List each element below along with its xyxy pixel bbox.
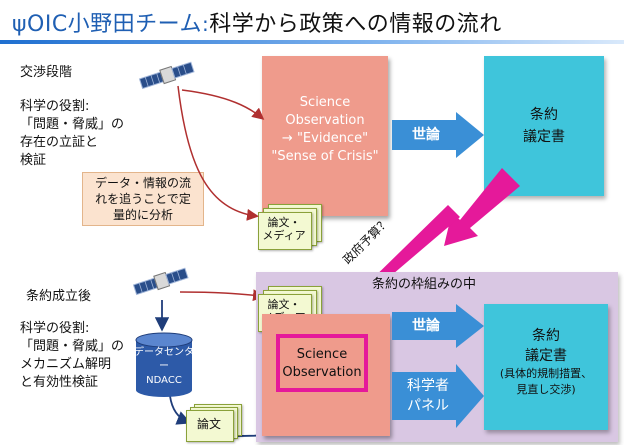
header-divider — [0, 40, 624, 44]
top-role-line: 検証 — [20, 153, 47, 168]
treaty-box-bottom: 条約 議定書 (具体的規制措置、 見直し交渉) — [484, 304, 608, 430]
public-opinion-arrow — [392, 112, 484, 158]
datacenter-line: データセンター — [134, 347, 194, 372]
satellite-icon — [138, 61, 195, 90]
treaty-detail-line: 見直し交渉) — [516, 383, 576, 396]
treaty-line: 条約 — [530, 107, 558, 123]
science-line: "Sense of Crisis" — [271, 149, 379, 164]
analysis-line: 量的に分析 — [112, 208, 173, 222]
treaty-line: 議定書 — [525, 348, 567, 364]
analysis-line: データ・情報の流 — [94, 176, 191, 190]
paper-media-line: 論文・ — [267, 216, 301, 229]
public-opinion-diagonal-arrow — [444, 168, 520, 246]
analysis-line: れを追うことで定 — [95, 192, 191, 206]
science-observation-box: Science Observation → "Evidence" "Sense … — [262, 56, 388, 216]
treaty-line: 議定書 — [523, 129, 565, 145]
bottom-role-line: 「問題・脅威」の — [20, 339, 125, 354]
panel-line: 科学者 — [407, 378, 449, 394]
science-line: → "Evidence" — [281, 131, 369, 146]
public-opinion-label: 世論 — [412, 127, 440, 143]
framework-label: 条約の枠組みの中 — [372, 277, 477, 292]
scientist-panel-label: 科学者 パネル — [396, 376, 460, 416]
science-line: Observation — [282, 365, 362, 380]
bottom-role-text: 科学の役割: 「問題・脅威」の メカニズム解明 と有効性検証 — [20, 320, 124, 392]
paper-media-line: メディア — [262, 229, 306, 242]
satellite-icon — [132, 267, 189, 296]
paper-stack: 論文 — [186, 404, 246, 442]
team-name: ψOIC小野田チーム — [12, 12, 203, 37]
science-line: Science — [296, 347, 348, 362]
top-role-line: 「問題・脅威」の — [20, 117, 125, 132]
public-opinion-label-bottom: 世論 — [412, 318, 440, 334]
science-observation-highlight: Science Observation — [276, 334, 368, 392]
bottom-role-line: と有効性検証 — [20, 375, 99, 390]
bottom-phase-label: 条約成立後 — [26, 289, 92, 304]
treaty-line: 条約 — [532, 328, 560, 344]
datacenter-label: データセンター NDACC — [134, 346, 194, 388]
panel-line: パネル — [407, 398, 449, 414]
datacenter-line: NDACC — [146, 375, 182, 386]
page-title: ψOIC小野田チーム:科学から政策への情報の流れ — [12, 6, 502, 38]
title-main: 科学から政策への情報の流れ — [209, 12, 502, 37]
bottom-role-line: 科学の役割: — [20, 321, 90, 336]
science-line: Observation — [285, 113, 365, 128]
top-role-text: 科学の役割: 「問題・脅威」の 存在の立証と 検証 — [20, 98, 124, 170]
analysis-note: データ・情報の流 れを追うことで定 量的に分析 — [82, 172, 204, 226]
scientist-panel-arrow — [392, 364, 484, 428]
bottom-role-line: メカニズム解明 — [20, 357, 112, 372]
top-role-line: 科学の役割: — [20, 99, 90, 114]
paper-media-stack: 論文・ メディア — [258, 204, 324, 250]
paper-label: 論文 — [196, 417, 221, 431]
top-role-line: 存在の立証と — [20, 135, 99, 150]
public-opinion-arrow-bottom — [392, 304, 484, 348]
database-icon — [135, 332, 193, 397]
science-line: Science — [299, 95, 351, 110]
paper-media-line: 論文・ — [267, 298, 301, 311]
top-phase-label: 交渉段階 — [20, 65, 73, 80]
treaty-detail-line: (具体的規制措置、 — [499, 367, 593, 380]
title-colon: : — [202, 12, 210, 36]
